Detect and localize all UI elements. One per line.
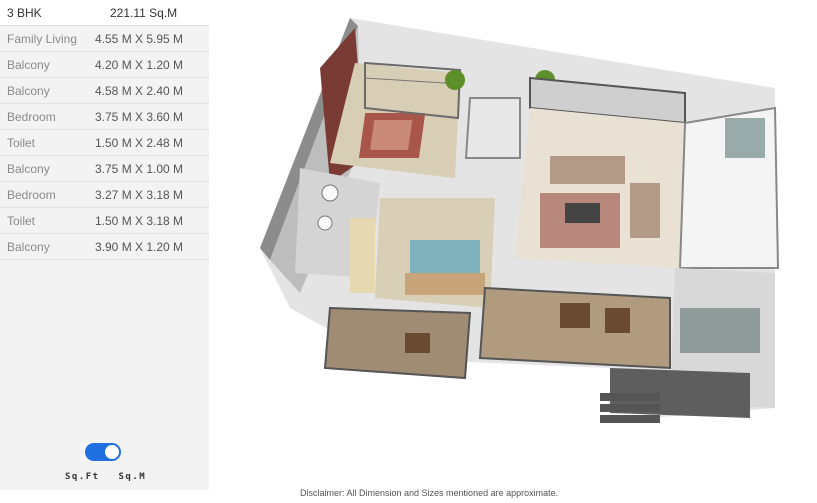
room-row: Family Living 4.55 M X 5.95 M [0, 26, 209, 52]
room-row: Balcony 3.90 M X 1.20 M [0, 234, 209, 260]
room-row: Balcony 4.58 M X 2.40 M [0, 78, 209, 104]
room-dimension: 4.58 M X 2.40 M [95, 84, 184, 98]
3d-floor-plan-image [260, 18, 780, 423]
room-dimension: 3.75 M X 1.00 M [95, 162, 184, 176]
room-dimension: 4.20 M X 1.20 M [95, 58, 184, 72]
toggle-knob [105, 445, 119, 459]
room-row: Toilet 1.50 M X 2.48 M [0, 130, 209, 156]
room-row: Balcony 3.75 M X 1.00 M [0, 156, 209, 182]
total-area: 221.11 Sq.M [110, 6, 178, 20]
room-dimensions-panel: 3 BHK 221.11 Sq.M Family Living 4.55 M X… [0, 0, 209, 490]
room-name: Bedroom [7, 188, 56, 202]
room-name: Family Living [7, 32, 78, 46]
sqm-label[interactable]: Sq.M [118, 472, 147, 482]
room-name: Balcony [7, 84, 50, 98]
room-row: Bedroom 3.27 M X 3.18 M [0, 182, 209, 208]
room-row: Balcony 4.20 M X 1.20 M [0, 52, 209, 78]
unit-type: 3 BHK [7, 6, 42, 20]
room-dimension: 1.50 M X 3.18 M [95, 214, 184, 228]
room-name: Balcony [7, 162, 50, 176]
unit-labels: Sq.Ft Sq.M [65, 472, 158, 482]
room-dimension: 3.27 M X 3.18 M [95, 188, 184, 202]
room-name: Balcony [7, 240, 50, 254]
room-list: Family Living 4.55 M X 5.95 M Balcony 4.… [0, 26, 209, 260]
unit-toggle-switch[interactable] [85, 443, 121, 461]
room-dimension: 1.50 M X 2.48 M [95, 136, 184, 150]
room-name: Bedroom [7, 110, 56, 124]
room-dimension: 3.90 M X 1.20 M [95, 240, 184, 254]
room-name: Balcony [7, 58, 50, 72]
unit-summary-row: 3 BHK 221.11 Sq.M [0, 0, 209, 26]
room-row: Bedroom 3.75 M X 3.60 M [0, 104, 209, 130]
sqft-label[interactable]: Sq.Ft [65, 472, 100, 482]
room-name: Toilet [7, 136, 36, 150]
room-name: Toilet [7, 214, 36, 228]
disclaimer-text: Disclaimer: All Dimension and Sizes ment… [300, 488, 559, 498]
room-row: Toilet 1.50 M X 3.18 M [0, 208, 209, 234]
room-dimension: 3.75 M X 3.60 M [95, 110, 184, 124]
room-dimension: 4.55 M X 5.95 M [95, 32, 184, 46]
